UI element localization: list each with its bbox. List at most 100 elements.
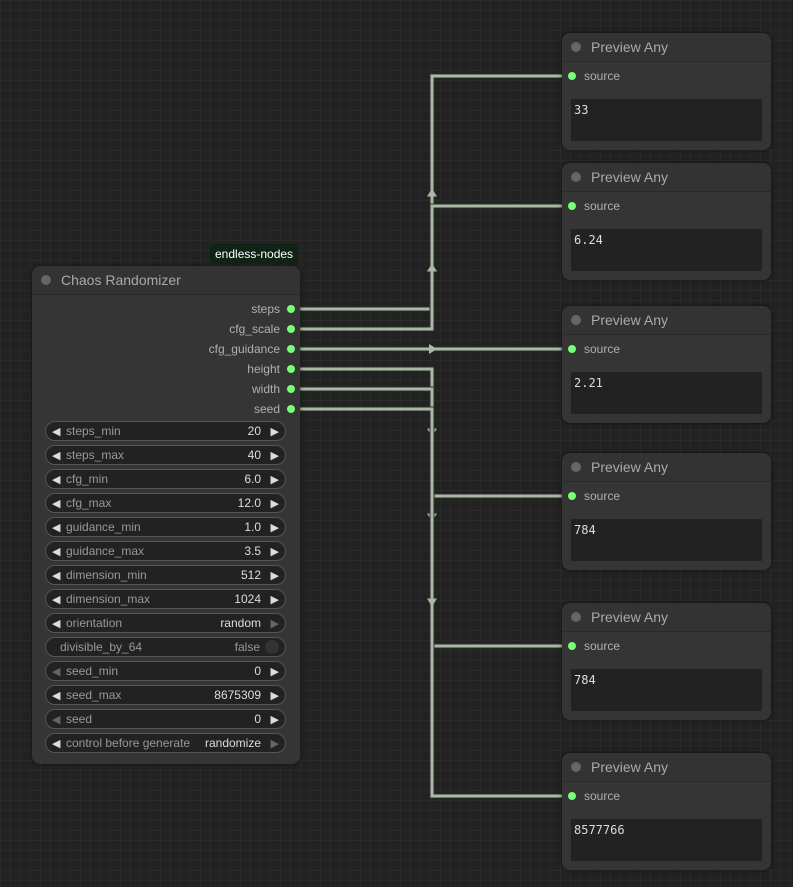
collapse-dot-icon[interactable] — [571, 42, 581, 52]
widget-value[interactable]: 6.0 — [244, 472, 261, 486]
output-height[interactable]: height — [247, 359, 295, 379]
node-title-bar[interactable]: Preview Any — [562, 33, 771, 62]
increment-arrow-icon[interactable]: ▶ — [270, 665, 279, 678]
node-title-bar[interactable]: Preview Any — [562, 753, 771, 782]
node-title-bar[interactable]: Preview Any — [562, 603, 771, 632]
collapse-dot-icon[interactable] — [571, 462, 581, 472]
output-cfg-scale[interactable]: cfg_scale — [229, 319, 295, 339]
preview-any-node[interactable]: Preview Any source 2.21 — [562, 306, 771, 423]
decrement-arrow-icon[interactable]: ◀ — [52, 545, 61, 558]
input-source[interactable]: source — [568, 789, 620, 803]
increment-arrow-icon[interactable]: ▶ — [270, 617, 279, 630]
decrement-arrow-icon[interactable]: ◀ — [52, 713, 61, 726]
output-steps[interactable]: steps — [251, 299, 295, 319]
increment-arrow-icon[interactable]: ▶ — [270, 593, 279, 606]
increment-arrow-icon[interactable]: ▶ — [270, 425, 279, 438]
preview-text[interactable]: 784 — [571, 519, 762, 561]
output-socket-icon[interactable] — [287, 305, 295, 313]
decrement-arrow-icon[interactable]: ◀ — [52, 473, 61, 486]
widget-value[interactable]: 0 — [254, 712, 261, 726]
decrement-arrow-icon[interactable]: ◀ — [52, 449, 61, 462]
widget-value[interactable]: 40 — [247, 448, 261, 462]
decrement-arrow-icon[interactable]: ◀ — [52, 497, 61, 510]
output-socket-icon[interactable] — [287, 365, 295, 373]
widget-value[interactable]: 3.5 — [244, 544, 261, 558]
input-source[interactable]: source — [568, 342, 620, 356]
widget-value[interactable]: 20 — [247, 424, 261, 438]
decrement-arrow-icon[interactable]: ◀ — [52, 521, 61, 534]
collapse-dot-icon[interactable] — [571, 762, 581, 772]
node-title-bar[interactable]: Preview Any — [562, 163, 771, 192]
output-width[interactable]: width — [252, 379, 295, 399]
decrement-arrow-icon[interactable]: ◀ — [52, 593, 61, 606]
input-socket-icon[interactable] — [568, 492, 576, 500]
decrement-arrow-icon[interactable]: ◀ — [52, 569, 61, 582]
output-socket-icon[interactable] — [287, 325, 295, 333]
increment-arrow-icon[interactable]: ▶ — [270, 737, 279, 750]
input-source[interactable]: source — [568, 489, 620, 503]
decrement-arrow-icon[interactable]: ◀ — [52, 617, 61, 630]
preview-any-node[interactable]: Preview Any source 6.24 — [562, 163, 771, 280]
input-source[interactable]: source — [568, 69, 620, 83]
output-seed[interactable]: seed — [254, 399, 295, 419]
collapse-dot-icon[interactable] — [571, 172, 581, 182]
widget-value[interactable]: random — [220, 616, 261, 630]
node-title-bar[interactable]: Chaos Randomizer — [32, 266, 300, 295]
toggle-icon[interactable] — [265, 640, 279, 654]
widget-value[interactable]: 0 — [254, 664, 261, 678]
preview-any-node[interactable]: Preview Any source 33 — [562, 33, 771, 150]
widget-value[interactable]: randomize — [204, 736, 261, 750]
output-socket-icon[interactable] — [287, 345, 295, 353]
widget-value[interactable]: 512 — [240, 568, 261, 582]
preview-any-node[interactable]: Preview Any source 784 — [562, 453, 771, 570]
increment-arrow-icon[interactable]: ▶ — [270, 545, 279, 558]
collapse-dot-icon[interactable] — [41, 275, 51, 285]
preview-any-node[interactable]: Preview Any source 784 — [562, 603, 771, 720]
preview-text[interactable]: 784 — [571, 669, 762, 711]
increment-arrow-icon[interactable]: ▶ — [270, 473, 279, 486]
widget-value[interactable]: 8675309 — [214, 688, 261, 702]
preview-text[interactable]: 2.21 — [571, 372, 762, 414]
decrement-arrow-icon[interactable]: ◀ — [52, 425, 61, 438]
node-title-bar[interactable]: Preview Any — [562, 306, 771, 335]
preview-text[interactable]: 33 — [571, 99, 762, 141]
increment-arrow-icon[interactable]: ▶ — [270, 521, 279, 534]
increment-arrow-icon[interactable]: ▶ — [270, 569, 279, 582]
increment-arrow-icon[interactable]: ▶ — [270, 689, 279, 702]
output-socket-icon[interactable] — [287, 405, 295, 413]
input-socket-icon[interactable] — [568, 72, 576, 80]
decrement-arrow-icon[interactable]: ◀ — [52, 689, 61, 702]
decrement-arrow-icon[interactable]: ◀ — [52, 665, 61, 678]
widget-value[interactable]: 12.0 — [237, 496, 261, 510]
increment-arrow-icon[interactable]: ▶ — [270, 497, 279, 510]
increment-arrow-icon[interactable]: ▶ — [270, 713, 279, 726]
collapse-dot-icon[interactable] — [571, 612, 581, 622]
output-socket-icon[interactable] — [287, 385, 295, 393]
widget-value[interactable]: 1024 — [234, 592, 261, 606]
node-title-bar[interactable]: Preview Any — [562, 453, 771, 482]
widget-value[interactable]: 1.0 — [244, 520, 261, 534]
input-socket-icon[interactable] — [568, 345, 576, 353]
input-source[interactable]: source — [568, 639, 620, 653]
collapse-dot-icon[interactable] — [571, 315, 581, 325]
preview-any-node[interactable]: Preview Any source 8577766 — [562, 753, 771, 870]
input-socket-icon[interactable] — [568, 792, 576, 800]
decrement-arrow-icon[interactable]: ◀ — [52, 737, 61, 750]
increment-arrow-icon[interactable]: ▶ — [270, 449, 279, 462]
preview-text[interactable]: 6.24 — [571, 229, 762, 271]
preview-text[interactable]: 8577766 — [571, 819, 762, 861]
input-socket-icon[interactable] — [568, 642, 576, 650]
